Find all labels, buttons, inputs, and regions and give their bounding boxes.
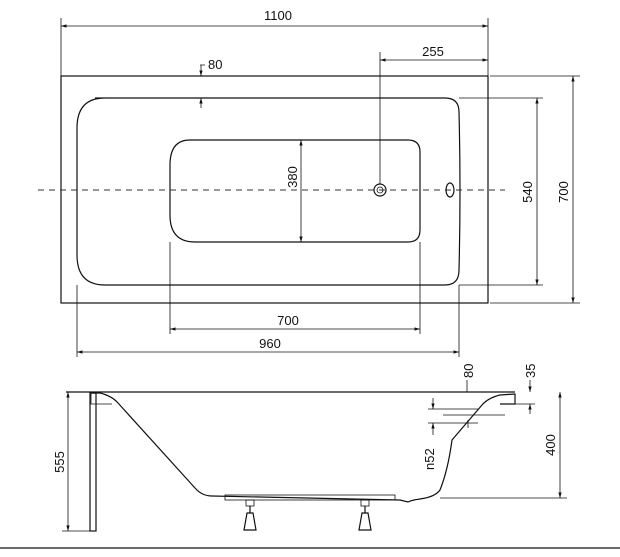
basin-floor [169, 139, 421, 243]
dim-555: 555 [52, 451, 67, 473]
dim-80: 80 [208, 57, 222, 72]
dim-540: 540 [520, 181, 535, 203]
side-view: 555 400 80 35 n52 [0, 364, 620, 549]
overflow-icon [445, 182, 455, 198]
dim-80-side: 80 [461, 364, 476, 378]
foot-right [358, 499, 372, 531]
foot-left [243, 499, 257, 531]
top-view: 1100 255 80 380 540 700 700 960 [38, 8, 580, 357]
dim-1100: 1100 [264, 8, 292, 23]
dim-400: 400 [543, 434, 558, 456]
tub-profile [91, 392, 516, 503]
dim-255: 255 [422, 44, 444, 59]
dim-380: 380 [285, 166, 300, 188]
inner-basin [76, 97, 461, 286]
dim-960: 960 [259, 336, 281, 351]
support-panel [89, 392, 97, 532]
base-frame [224, 494, 396, 501]
dim-700-floor: 700 [277, 313, 299, 328]
dim-700-width: 700 [556, 181, 571, 203]
dim-35: 35 [523, 364, 538, 378]
dim-n52: n52 [422, 448, 437, 470]
